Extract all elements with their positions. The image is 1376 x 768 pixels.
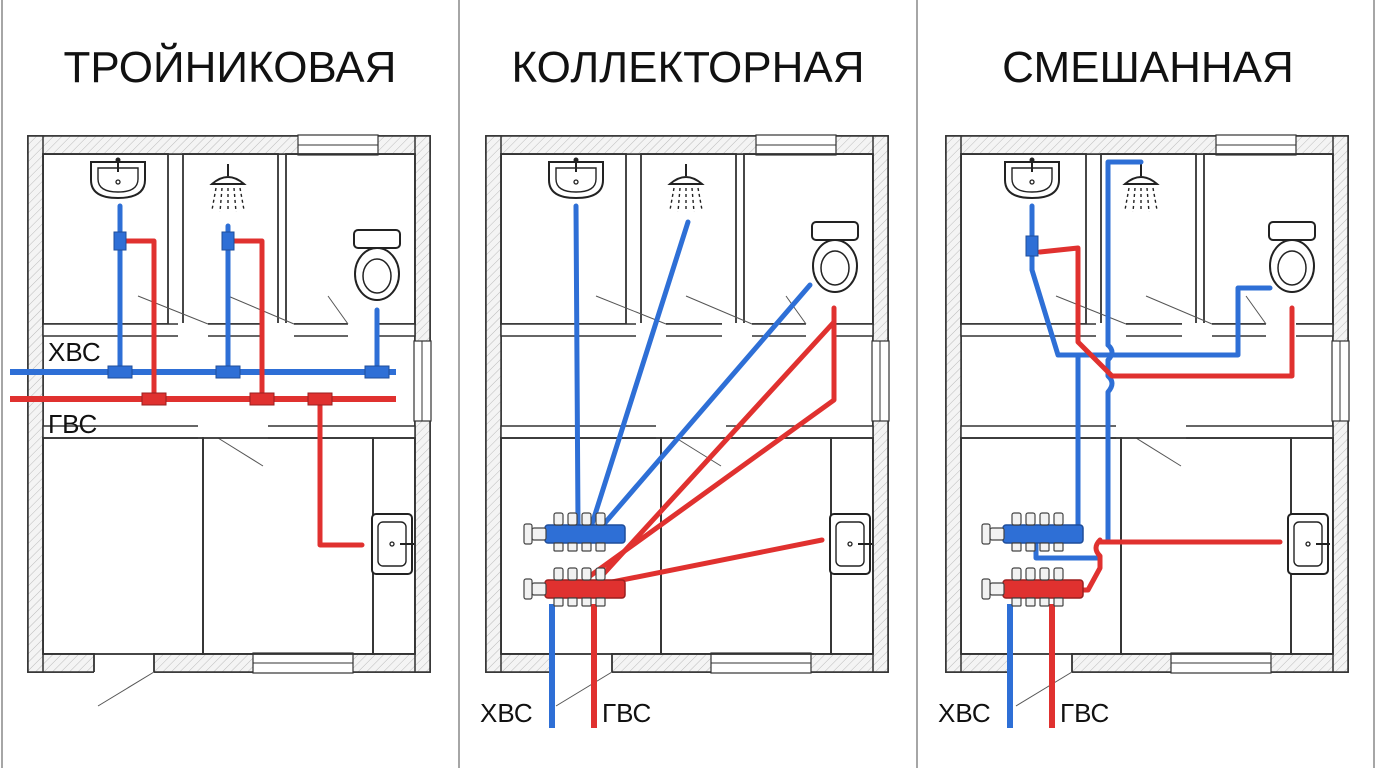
cold-water-pipes — [549, 203, 813, 728]
manifold-icon — [981, 512, 1084, 552]
panel-title: СМЕШАННАЯ — [1002, 43, 1294, 92]
tee-fitting-icon — [1025, 235, 1039, 257]
manifold-icon — [523, 567, 626, 607]
hot-water-pipes — [587, 305, 837, 728]
cold-water-label: ХВС — [938, 698, 991, 728]
cold-water-label: ХВС — [480, 698, 533, 728]
cold-water-label: ХВС — [48, 337, 101, 367]
tee-fitting-icon — [107, 231, 390, 406]
hot-water-pipes — [1037, 245, 1295, 728]
panel-mixed: СМЕШАННАЯ ХВС ГВС — [938, 43, 1350, 728]
panel-title: ТРОЙНИКОВАЯ — [64, 41, 397, 92]
toilet-icon — [1268, 221, 1316, 293]
sink-icon — [1004, 156, 1060, 199]
hot-water-label: ГВС — [602, 698, 651, 728]
kitchen-sink-icon — [371, 513, 415, 575]
toilet-icon — [811, 221, 859, 293]
manifold-icon — [981, 567, 1084, 607]
shower-icon — [1124, 163, 1158, 213]
kitchen-sink-icon — [829, 513, 873, 575]
shower-icon — [669, 163, 703, 213]
hot-water-label: ГВС — [48, 409, 97, 439]
sink-icon — [548, 156, 604, 199]
panel-tee: ТРОЙНИКОВАЯ — [10, 41, 432, 707]
sink-icon — [90, 156, 146, 199]
toilet-icon — [353, 229, 401, 301]
panel-title: КОЛЛЕКТОРНАЯ — [512, 43, 865, 92]
shower-icon — [211, 163, 245, 213]
floor-plan — [945, 134, 1350, 707]
panel-manifold: КОЛЛЕКТОРНАЯ ХВС ГВС — [480, 43, 890, 728]
hot-water-label: ГВС — [1060, 698, 1109, 728]
kitchen-sink-icon — [1287, 513, 1331, 575]
